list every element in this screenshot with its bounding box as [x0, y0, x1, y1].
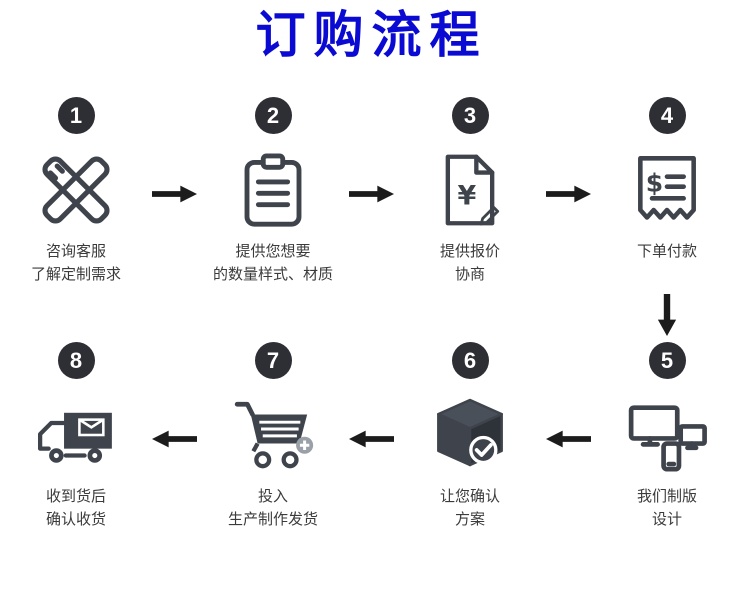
caption-line-1: 咨询客服 — [45, 243, 106, 260]
design-devices-icon — [625, 385, 709, 485]
delivery-truck-icon — [32, 385, 120, 485]
step-number-badge: 2 — [254, 97, 292, 134]
arrow-right-icon — [152, 97, 197, 288]
step-caption: 我们制版 设计 — [637, 485, 697, 533]
svg-text:¥: ¥ — [457, 180, 476, 211]
pen-ruler-icon — [35, 140, 117, 240]
arrow-right-icon — [349, 97, 394, 288]
step-caption: 收到货后 确认收货 — [46, 485, 106, 533]
step-number-badge: 8 — [57, 342, 95, 379]
step-caption: 提供报价 协商 — [440, 240, 500, 288]
caption-line-1: 下单付款 — [636, 243, 697, 260]
page-title: 订购流程 — [255, 7, 488, 63]
arrow-left-icon — [546, 342, 591, 533]
step-number-badge: 4 — [648, 97, 686, 134]
caption-line-1: 让您确认 — [439, 488, 500, 505]
step-number-badge: 5 — [648, 342, 686, 379]
caption-line-2: 了解定制需求 — [30, 266, 121, 284]
step-caption: 提供您想要 的数量样式、材质 — [213, 240, 333, 288]
package-confirm-icon — [430, 385, 510, 485]
arrow-down-icon — [591, 288, 743, 342]
step-5: 5 我们制版 设计 — [591, 342, 743, 533]
caption-line-1: 提供报价 — [439, 243, 500, 260]
step-1: 1 咨询客服 了解定制需求 — [0, 97, 152, 288]
step-3: 3 ¥ 提供报价 协商 — [394, 97, 546, 288]
flow-row-connector — [0, 288, 743, 342]
clipboard-icon — [234, 140, 312, 240]
step-number-badge: 7 — [254, 342, 292, 379]
step-number-badge: 1 — [57, 97, 95, 134]
caption-line-2: 方案 — [454, 511, 485, 529]
caption-line-1: 提供您想要 — [235, 243, 311, 260]
step-6: 6 让您确认 方案 — [394, 342, 546, 533]
arrow-right-icon — [546, 97, 591, 288]
payment-receipt-icon: $ — [627, 140, 707, 240]
shopping-cart-icon — [231, 385, 315, 485]
step-number-badge: 3 — [451, 97, 489, 134]
arrow-left-icon — [152, 342, 197, 533]
caption-line-1: 投入 — [257, 488, 288, 505]
flow-row-bottom: 8 — [0, 342, 743, 533]
step-8: 8 — [0, 342, 152, 533]
step-2: 2 提供您想要 的数量样式、材质 — [197, 97, 349, 288]
caption-line-1: 收到货后 — [45, 488, 106, 505]
caption-line-2: 协商 — [454, 266, 485, 284]
flow-row-top: 1 咨询客服 了解定制需求 2 — [0, 97, 743, 288]
caption-line-1: 我们制版 — [636, 488, 697, 505]
caption-line-2: 的数量样式、材质 — [212, 266, 333, 284]
step-caption: 让您确认 方案 — [440, 485, 500, 533]
caption-line-2: 生产制作发货 — [227, 511, 318, 529]
step-4: 4 $ 下单付款 — [591, 97, 743, 288]
caption-line-2: 设计 — [651, 511, 682, 529]
quotation-document-icon: ¥ — [432, 140, 508, 240]
arrow-left-icon — [349, 342, 394, 533]
svg-text:$: $ — [646, 169, 663, 198]
step-caption: 投入 生产制作发货 — [228, 485, 318, 533]
step-number-badge: 6 — [451, 342, 489, 379]
step-7: 7 投入 生产制作发货 — [197, 342, 349, 533]
step-caption: 下单付款 — [637, 240, 697, 288]
caption-line-2: 确认收货 — [45, 511, 106, 529]
step-caption: 咨询客服 了解定制需求 — [31, 240, 121, 288]
